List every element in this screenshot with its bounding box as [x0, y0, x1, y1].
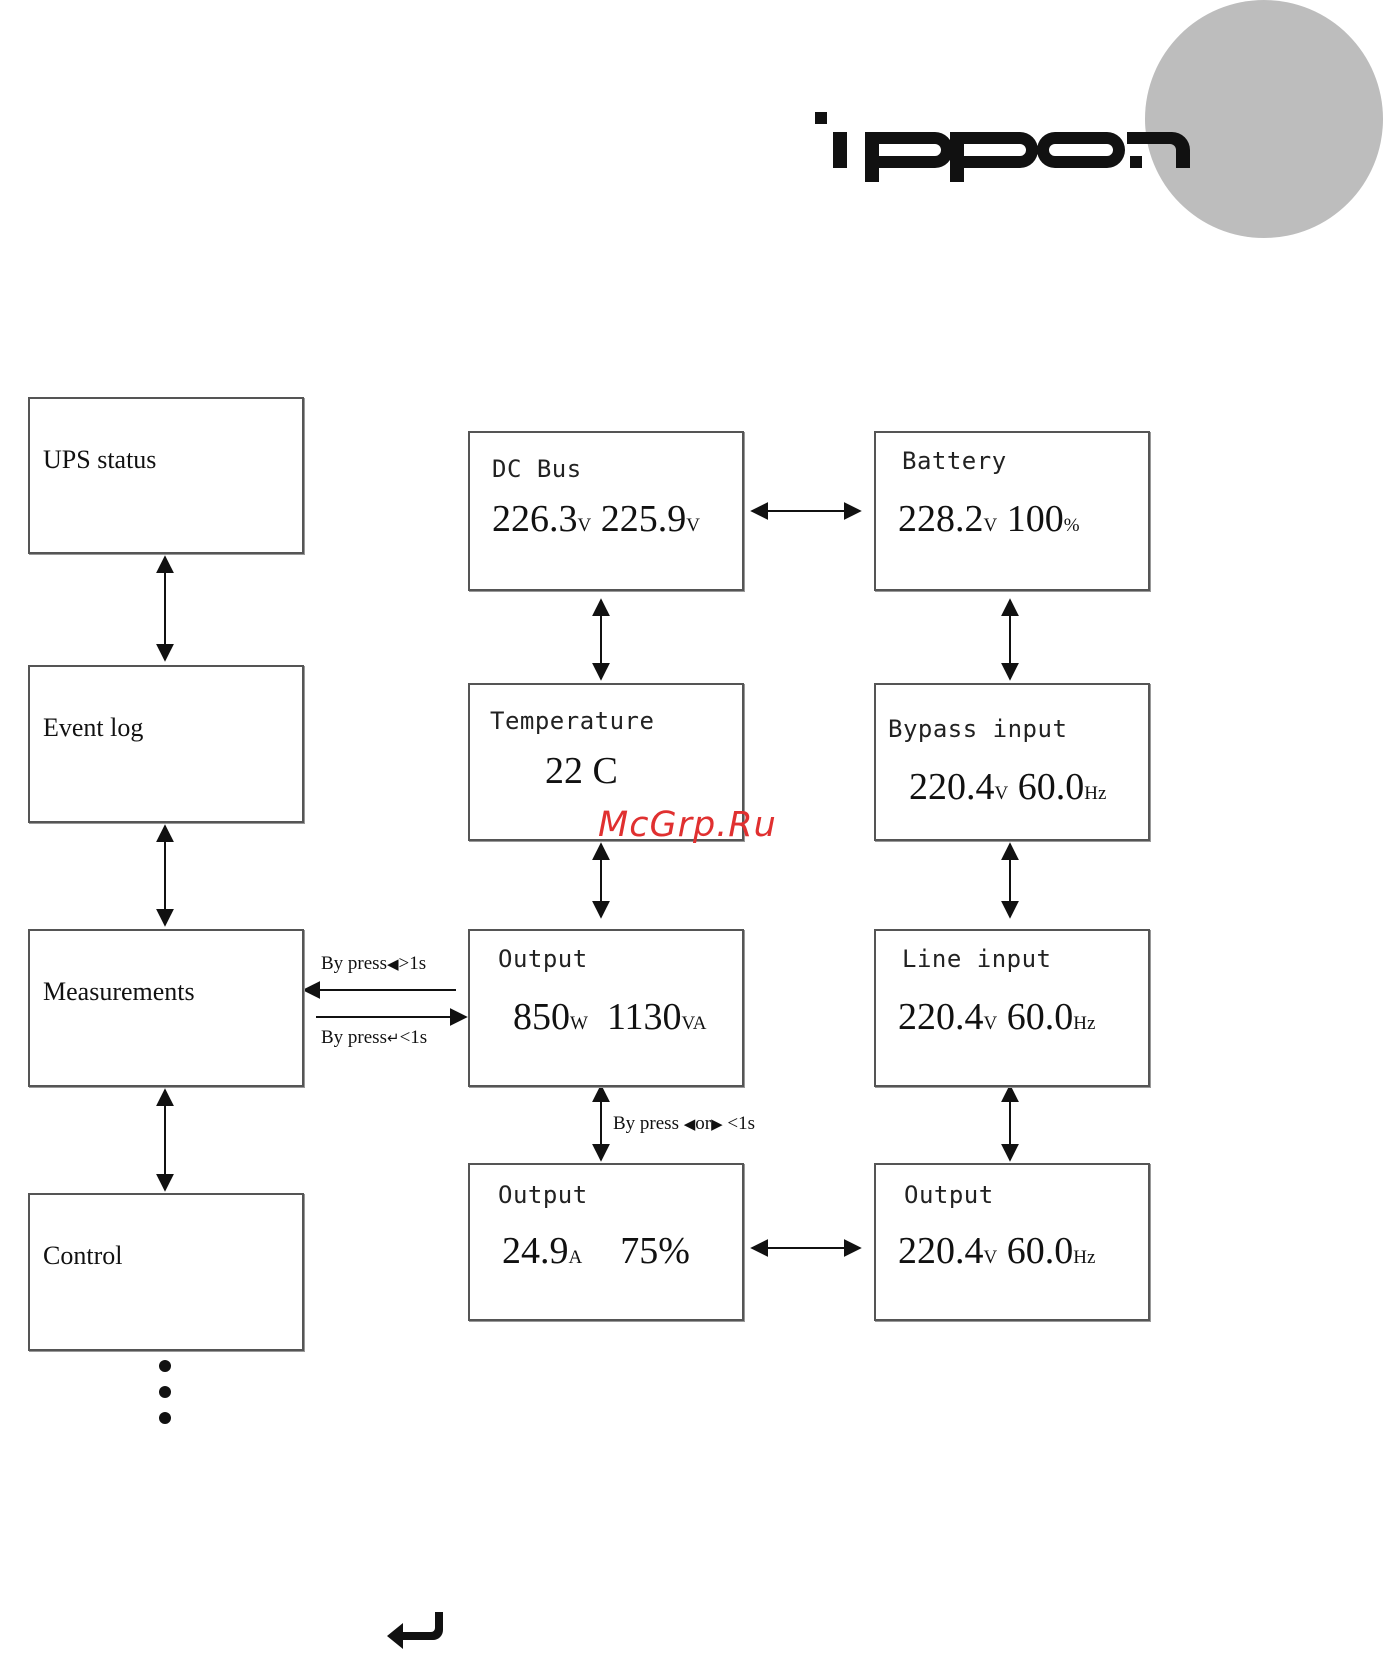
- menu-label: UPS status: [43, 445, 156, 475]
- menu-label: Measurements: [43, 977, 195, 1007]
- menu-measurements[interactable]: Measurements: [28, 929, 304, 1087]
- screen-title: Output: [498, 1181, 588, 1209]
- screen-value: 220.4V 60.0Hz: [898, 1229, 1095, 1273]
- more-items-ellipsis: [159, 1360, 171, 1438]
- screen-title: Temperature: [490, 707, 654, 735]
- screen-title: Battery: [902, 447, 1007, 475]
- menu-event-log[interactable]: Event log: [28, 665, 304, 823]
- screen-output-power: Output 850W 1130VA: [468, 929, 744, 1087]
- screen-value: 24.9A 75%: [502, 1229, 690, 1273]
- screen-battery: Battery 228.2V 100%: [874, 431, 1150, 591]
- screen-value: 220.4V 60.0Hz: [909, 765, 1106, 809]
- note-back-to-menu: By press◀>1s: [321, 953, 426, 975]
- screen-title: Bypass input: [888, 715, 1067, 743]
- screen-line-input: Line input 220.4V 60.0Hz: [874, 929, 1150, 1087]
- screen-value: 226.3V 225.9V: [492, 497, 700, 541]
- menu-label: Control: [43, 1241, 122, 1271]
- screen-value: 22 C: [545, 749, 618, 793]
- screen-output-current: Output 24.9A 75%: [468, 1163, 744, 1321]
- screen-dc-bus: DC Bus 226.3V 225.9V: [468, 431, 744, 591]
- screen-bypass-input: Bypass input 220.4V 60.0Hz: [874, 683, 1150, 841]
- note-enter-screen: By press↵<1s: [321, 1027, 427, 1049]
- screen-output-voltage: Output 220.4V 60.0Hz: [874, 1163, 1150, 1321]
- menu-control[interactable]: Control: [28, 1193, 304, 1351]
- menu-ups-status[interactable]: UPS status: [28, 397, 304, 554]
- screen-value: 228.2V 100%: [898, 497, 1080, 541]
- menu-label: Event log: [43, 713, 143, 743]
- screen-title: DC Bus: [492, 455, 582, 483]
- screen-value: 220.4V 60.0Hz: [898, 995, 1095, 1039]
- screen-title: Output: [904, 1181, 994, 1209]
- enter-key-icon: [383, 1610, 453, 1653]
- screen-value: 850W 1130VA: [513, 995, 707, 1039]
- screen-title: Output: [498, 945, 588, 973]
- screen-title: Line input: [902, 945, 1052, 973]
- note-next-screen: By press ◀or▶ <1s: [613, 1113, 755, 1135]
- watermark: McGrp.Ru: [598, 805, 777, 845]
